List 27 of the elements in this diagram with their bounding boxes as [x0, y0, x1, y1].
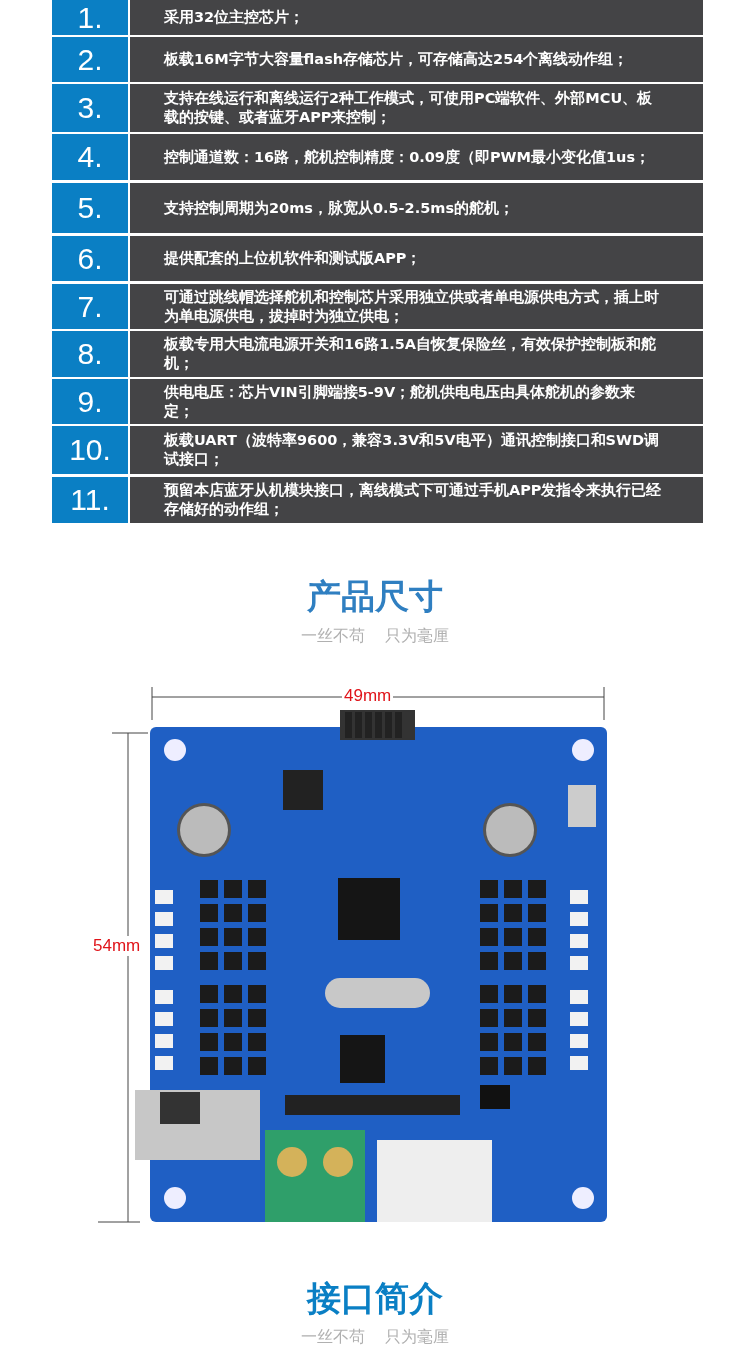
- feature-text: 板载UART（波特率9600，兼容3.3V和5V电平）通讯控制接口和SWD调试接口；: [162, 431, 660, 469]
- feature-text: 可通过跳线帽选择舵机和控制芯片采用独立供或者单电源供电方式，插上时为单电源供电，拔掉时为独立供电；: [163, 287, 660, 326]
- feature-text: 板载专用大电流电源开关和16路1.5A自恢复保险丝，有效保护控制板和舵机；: [162, 335, 658, 373]
- feature-text: 支持在线运行和离线运行2种工作模式，可使用PC端软件、外部MCU、板载的按键、或者蓝牙APP来控制；: [163, 89, 654, 127]
- section-heading: 接口简介: [305, 1277, 444, 1320]
- row-number: 4.: [52, 134, 128, 180]
- row-number: 1.: [52, 0, 128, 35]
- row-number: 7.: [52, 284, 128, 329]
- feature-text: 预留本店蓝牙从机模块接口，离线模式下可通过手机APP发指令来执行已经存储好的动作组；: [163, 481, 663, 519]
- row-number: 11.: [52, 477, 128, 523]
- feature-text: 板载16M字节大容量flash存储芯片，可存储高达254个离线动作组；: [162, 50, 630, 69]
- row-number: 10.: [52, 426, 128, 474]
- row-number: 2.: [52, 37, 128, 82]
- row-number: 9.: [52, 379, 128, 424]
- section-heading: 产品尺寸: [306, 575, 444, 618]
- feature-text: 支持控制周期为20ms，脉宽从0.5-2.5ms的舵机；: [163, 198, 516, 218]
- row-number: 5.: [52, 183, 128, 233]
- dimension-label: 54mm: [91, 936, 143, 956]
- row-number: 8.: [52, 331, 128, 377]
- section-subtitle: 一丝不苟 只为毫厘: [300, 626, 450, 647]
- row-number: 6.: [52, 236, 128, 281]
- feature-text: 控制通道数：16路，舵机控制精度：0.09度（即PWM最小变化值1us；: [163, 147, 652, 167]
- feature-text: 采用32位主控芯片；: [163, 8, 306, 27]
- feature-text: 提供配套的上位机软件和测试版APP；: [163, 249, 423, 268]
- row-number: 3.: [52, 84, 128, 132]
- section-subtitle: 一丝不苟 只为毫厘: [300, 1327, 450, 1348]
- feature-text: 供电电压：芯片VIN引脚端接5-9V；舵机供电电压由具体舵机的参数来定；: [162, 382, 637, 421]
